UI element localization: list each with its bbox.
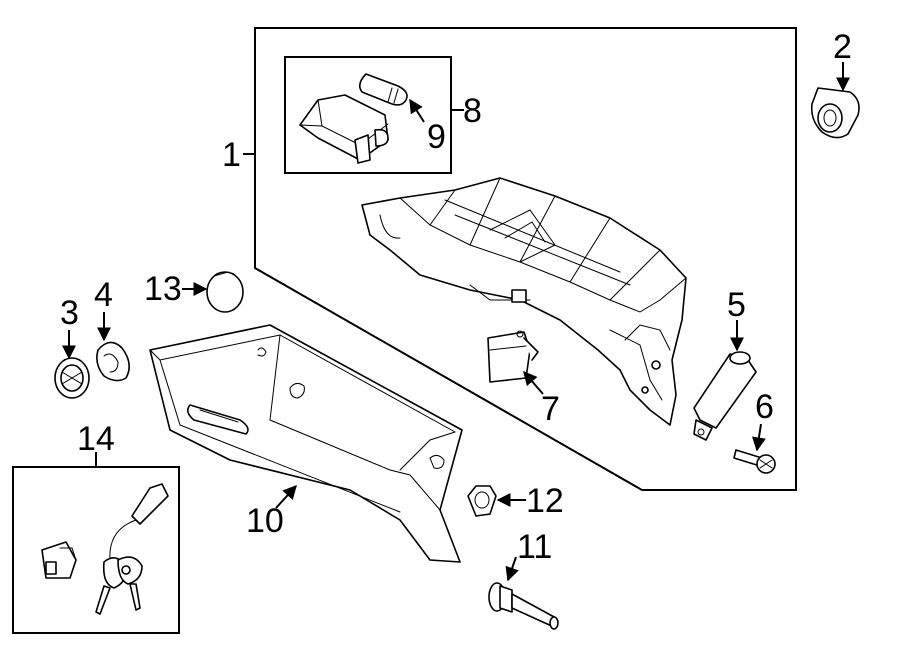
lamp-housing-part — [299, 94, 389, 164]
callout-11: 11 — [517, 528, 552, 566]
latch-part — [487, 330, 539, 383]
callout-2: 2 — [833, 28, 852, 66]
callout-9: 9 — [427, 118, 446, 156]
glove-box-door-part — [149, 324, 463, 563]
damper-part — [693, 351, 757, 441]
callout-4: 4 — [94, 276, 113, 314]
callout-13: 13 — [144, 270, 182, 308]
callout-6: 6 — [755, 388, 774, 426]
clip-cap-part — [96, 341, 130, 382]
callout-10: 10 — [246, 502, 284, 540]
round-plug-part — [206, 271, 244, 313]
screw-part — [733, 449, 776, 474]
inset-box-8 — [284, 56, 452, 174]
callout-12: 12 — [526, 482, 564, 520]
round-clip-part — [54, 357, 90, 399]
callout-14: 14 — [77, 420, 115, 458]
bulb-part — [358, 73, 408, 106]
bezel-ring-part — [810, 87, 860, 139]
nut-part — [467, 485, 497, 517]
leader-lines — [62, 62, 850, 582]
glove-box-housing-part — [361, 177, 687, 426]
callout-1: 1 — [222, 136, 241, 174]
callout-7: 7 — [541, 390, 560, 428]
bolt-part — [488, 582, 559, 630]
callout-3: 3 — [60, 294, 79, 332]
lock-and-keys-part — [41, 483, 169, 615]
assembly-outline — [254, 27, 797, 491]
callout-8: 8 — [463, 92, 482, 130]
callout-5: 5 — [727, 286, 746, 324]
